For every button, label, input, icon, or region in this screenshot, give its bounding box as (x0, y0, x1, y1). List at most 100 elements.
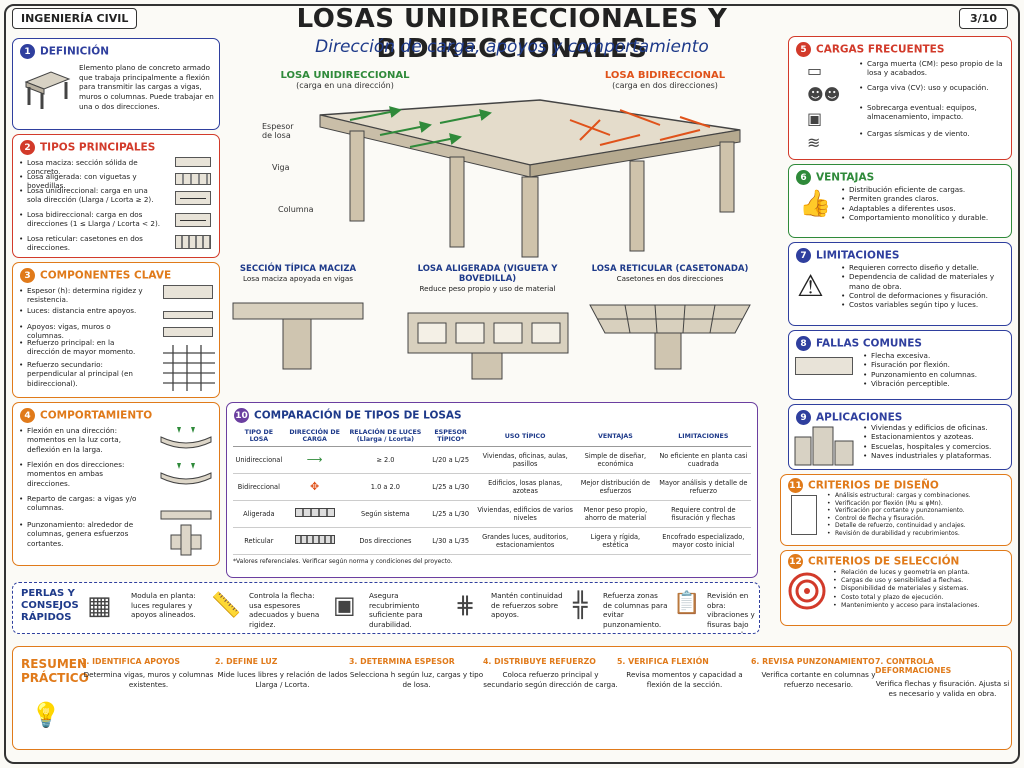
table-cell: Mejor distribución de esfuerzos (575, 473, 656, 501)
section-subtitle: Casetones en dos direcciones (616, 274, 724, 283)
table-header: USO TÍPICO (475, 426, 576, 447)
list-item: Costos variables según tipo y luces. (841, 300, 1009, 310)
list-item: Control de flecha y fisuración. (827, 515, 1011, 523)
section-title: LOSA ALIGERADA (VIGUETA Y BOVEDILLA) (417, 264, 558, 284)
loads-icons: ▭☻☻▣≋ (807, 59, 840, 155)
tip-item: Modula en planta: luces regulares y apoy… (131, 591, 196, 620)
loads-card: 5 CARGAS FRECUENTES Carga muerta (CM): pe… (788, 36, 1012, 160)
table-cell: Encofrado especializado, mayor costo ini… (655, 527, 751, 555)
card-title: CARGAS FRECUENTES (816, 43, 945, 56)
dead-load-icon: ▭ (807, 61, 823, 80)
tips-card: PERLAS Y CONSEJOS RÁPIDOS ▦ Modula en pl… (12, 582, 760, 634)
summary-title: RESUMEN PRÁCTICO (21, 657, 89, 686)
card-title: APLICACIONES (816, 411, 903, 424)
one-way-arrow-icon: ⟶ (284, 446, 345, 474)
waffle-slab-icon (175, 235, 211, 249)
solid-slab-icon (175, 157, 211, 167)
ruler-icon: 📏 (211, 591, 241, 619)
list-item: Verificación por flexión (Mu ≤ φMn). (827, 500, 1011, 508)
list-item: Permiten grandes claros. (841, 194, 1009, 204)
table-cell: Simple de diseñar, económica (575, 446, 656, 474)
lightbulb-icon: 💡 (31, 701, 61, 729)
wind-icon: ≋ (807, 133, 821, 152)
waffle-slab-icon (284, 527, 345, 555)
step-text: Determina vigas, muros y columnas existe… (83, 670, 214, 689)
list-item: Distribución eficiente de cargas. (841, 185, 1009, 195)
table-cell: Reticular (233, 527, 285, 555)
list-item: Escuelas, hospitales y comercios. (863, 442, 1009, 452)
section-title: LOSA RETICULAR (CASETONADA) (591, 264, 749, 274)
table-cell: Grandes luces, auditorios, estacionamien… (475, 527, 576, 555)
table-cell: Viviendas, oficinas, aulas, pasillos (475, 446, 576, 474)
tip-item: Refuerza zonas de columnas para evitar p… (603, 591, 668, 630)
list-item: Estacionamientos y azoteas. (863, 432, 1009, 442)
section-subtitle: Reduce peso propio y uso de material (419, 284, 556, 293)
num-badge: 6 (796, 170, 811, 185)
behavior-diagrams-icon (160, 427, 212, 556)
beam-label: Viga (272, 163, 290, 172)
card-title: CRITERIOS DE DISEÑO (808, 479, 939, 492)
section-title: SECCIÓN TÍPICA MACIZA (239, 264, 357, 274)
table-header: ESPESOR TÍPICO* (426, 426, 476, 447)
grid-icon: ▦ (87, 591, 112, 621)
table-cell: Aligerada (233, 500, 285, 528)
table-cell: Dos direcciones (344, 527, 427, 555)
column-label: Columna (278, 205, 314, 214)
section-subtitle: Losa maciza apoyada en vigas (242, 274, 354, 283)
rebar-mesh-icon (163, 345, 215, 391)
list-item: Vibración perceptible. (863, 379, 1009, 389)
list-item: Naves industriales y plataformas. (863, 451, 1009, 461)
page-frame (4, 4, 1020, 764)
list-item: Punzonamiento en columnas. (863, 370, 1009, 380)
thickness-label: Espesor de losa (262, 122, 294, 140)
num-badge: 3 (20, 268, 35, 283)
step-title: 4. DISTRIBUYE REFUERZO (483, 657, 596, 666)
table-cell: 1.0 a 2.0 (344, 473, 427, 501)
num-badge: 2 (20, 140, 35, 155)
num-badge: 1 (20, 44, 35, 59)
card-title: FALLAS COMUNES (816, 337, 922, 350)
step-title: 5. VERIFICA FLEXIÓN (617, 657, 709, 666)
table-header: LIMITACIONES (655, 426, 751, 447)
list-item: Flexión en dos direcciones: momentos en … (19, 460, 139, 494)
list-item: Espesor (h): determina rigidez y resiste… (19, 286, 147, 306)
hollow-slab-icon (175, 173, 211, 185)
table-cell: Unidireccional (233, 446, 285, 474)
list-item: Sobrecarga eventual: equipos, almacenami… (859, 103, 1009, 129)
card-title: COMPONENTES CLAVE (40, 269, 172, 282)
section-solid: SECCIÓN TÍPICA MACIZA Losa maciza apoyad… (228, 264, 368, 377)
list-item: Disponibilidad de materiales y sistemas. (833, 585, 1009, 593)
list-item: Flexión en una dirección: momentos en la… (19, 426, 139, 460)
one-way-title: LOSA UNIDIRECCIONAL (280, 70, 410, 81)
table-cell: L/20 a L/25 (426, 446, 476, 474)
category-tag: INGENIERÍA CIVIL (12, 8, 138, 29)
rebar-icon: ⋕ (455, 591, 476, 619)
list-item: Verificación por cortante y punzonamient… (827, 507, 1011, 515)
warning-icon: ⚠ (797, 269, 824, 304)
supports-icon (163, 327, 213, 337)
list-item: Carga muerta (CM): peso propio de la los… (859, 59, 1009, 83)
step-text: Mide luces libres y relación de lados Ll… (217, 670, 348, 689)
definition-text: Elemento plano de concreto armado que tr… (79, 63, 214, 111)
table-header: DIRECCIÓN DE CARGA (284, 426, 345, 447)
list-item: Carga viva (CV): uso y ocupación. (859, 83, 1009, 103)
tip-item: Revisión en obra: vibraciones y fisuras … (707, 591, 755, 633)
section-waffle: LOSA RETICULAR (CASETONADA) Casetones en… (585, 264, 755, 377)
hollow-section-drawing (407, 312, 569, 380)
list-item: Refuerzo principal: en la dirección de m… (19, 338, 147, 360)
num-badge: 5 (796, 42, 811, 57)
table-cell: Ligera y rígida, estética (575, 527, 656, 555)
list-item: Punzonamiento: alrededor de columnas, ge… (19, 520, 139, 548)
section-hollow: LOSA ALIGERADA (VIGUETA Y BOVEDILLA) Red… (400, 264, 575, 387)
